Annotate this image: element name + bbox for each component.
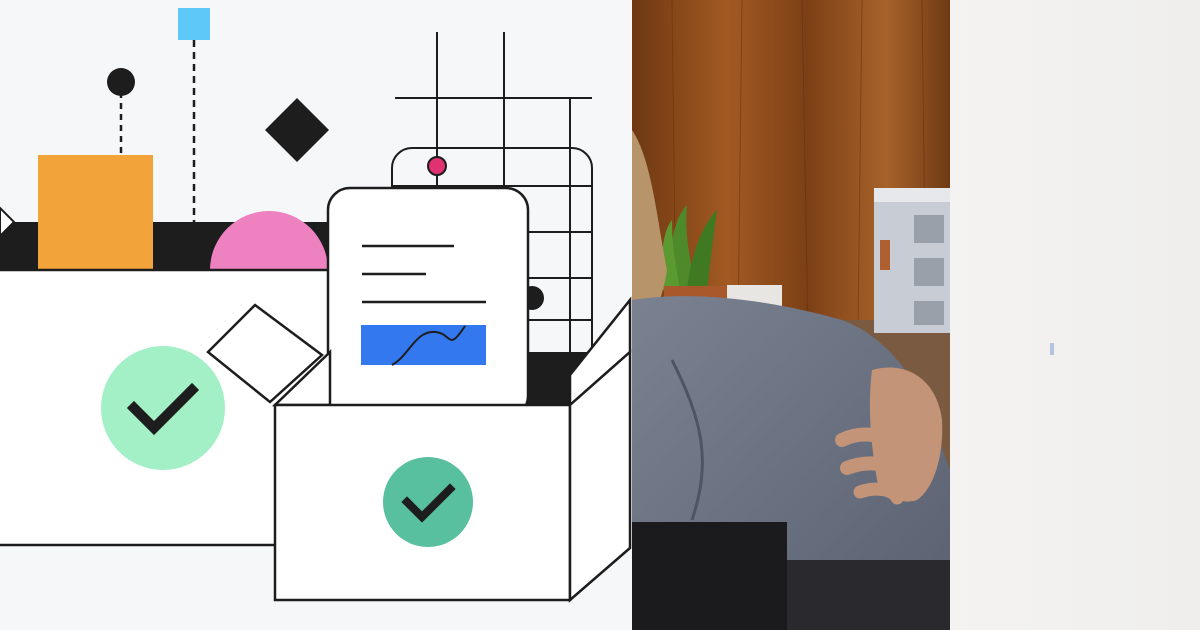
jacket-seam (670, 359, 704, 521)
box-illustration (0, 8, 632, 603)
computer-monitor (632, 522, 787, 630)
blank-panel (950, 0, 1200, 630)
desk-organizer-icon (874, 188, 950, 333)
tiny-speck (1050, 343, 1054, 355)
squiggle-line (391, 325, 466, 366)
black-dot-icon (107, 68, 135, 96)
orange-square-icon (38, 155, 153, 270)
small-box-side (568, 349, 632, 603)
blue-bar (361, 325, 486, 365)
document-lines (362, 244, 486, 304)
checkmark-icon-2 (401, 483, 456, 523)
illustration-panel (0, 8, 632, 603)
keyboard-area (787, 560, 950, 630)
person-at-desk-photo (632, 0, 950, 630)
edge-diamond-icon (0, 206, 16, 238)
pink-semicircle-icon (210, 211, 328, 270)
magenta-dot-icon (427, 156, 447, 176)
hair (632, 130, 667, 340)
teal-check-circle (383, 457, 473, 547)
photo-panel (632, 0, 950, 630)
checkmark-icon (126, 382, 200, 436)
blank-background (950, 0, 1200, 630)
blue-square-icon (178, 8, 210, 40)
hand (835, 367, 943, 505)
blank-fill (950, 0, 1200, 630)
white-diamond-icon (206, 303, 324, 404)
mint-check-circle (101, 346, 225, 470)
black-diamond-icon (265, 98, 329, 162)
